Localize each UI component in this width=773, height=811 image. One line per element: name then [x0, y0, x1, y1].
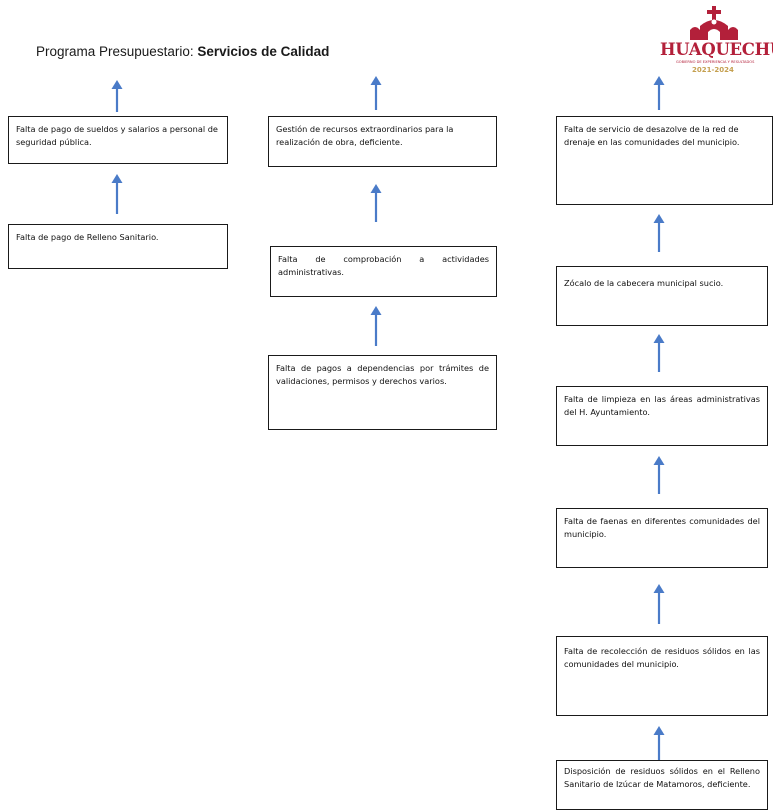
- left-box-1: Falta de pago de sueldos y salarios a pe…: [8, 116, 228, 164]
- church-crest-icon: [690, 6, 738, 40]
- right-box-4: Falta de faenas en diferentes comunidade…: [556, 508, 768, 568]
- arrow-up-icon: [653, 214, 665, 252]
- arrow-up-icon: [370, 76, 382, 110]
- arrow-up-icon: [653, 726, 665, 764]
- arrow-up-icon: [653, 456, 665, 494]
- right-box-6-text: Disposición de residuos sólidos en el Re…: [564, 766, 760, 789]
- left-box-2: Falta de pago de Relleno Sanitario.: [8, 224, 228, 269]
- right-box-1-text: Falta de servicio de desazolve de la red…: [564, 124, 740, 147]
- right-box-3-text: Falta de limpieza en las áreas administr…: [564, 394, 760, 417]
- right-box-2: Zócalo de la cabecera municipal sucio.: [556, 266, 768, 326]
- right-box-4-text: Falta de faenas en diferentes comunidade…: [564, 516, 760, 539]
- logo-name: HUAQUECHULA: [660, 40, 773, 59]
- arrow-up-icon: [111, 174, 123, 214]
- right-box-1: Falta de servicio de desazolve de la red…: [556, 116, 773, 205]
- logo-years: 2021-2024: [692, 66, 734, 74]
- middle-box-3: Falta de pagos a dependencias por trámit…: [268, 355, 497, 430]
- arrow-up-icon: [653, 76, 665, 110]
- middle-box-3-text: Falta de pagos a dependencias por trámit…: [276, 363, 489, 386]
- middle-box-1: Gestión de recursos extraordinarios para…: [268, 116, 497, 167]
- right-box-5: Falta de recolección de residuos sólidos…: [556, 636, 768, 716]
- arrow-up-icon: [370, 184, 382, 222]
- left-box-1-text: Falta de pago de sueldos y salarios a pe…: [16, 124, 218, 147]
- page-title: Programa Presupuestario: Servicios de Ca…: [36, 44, 329, 59]
- title-program-name: Servicios de Calidad: [197, 44, 330, 59]
- arrow-up-icon: [653, 584, 665, 624]
- right-box-2-text: Zócalo de la cabecera municipal sucio.: [564, 278, 724, 288]
- middle-box-2: Falta de comprobación a actividades admi…: [270, 246, 497, 297]
- arrow-up-icon: [111, 80, 123, 112]
- right-box-5-text: Falta de recolección de residuos sólidos…: [564, 646, 760, 669]
- huaquechula-logo: [656, 2, 773, 97]
- title-prefix: Programa Presupuestario:: [36, 44, 198, 59]
- left-box-2-text: Falta de pago de Relleno Sanitario.: [16, 232, 159, 242]
- arrow-up-icon: [370, 306, 382, 346]
- logo-subtitle: GOBIERNO DE EXPERIENCIA Y RESULTADOS: [676, 60, 755, 64]
- middle-box-1-text: Gestión de recursos extraordinarios para…: [276, 124, 454, 147]
- right-box-3: Falta de limpieza en las áreas administr…: [556, 386, 768, 446]
- right-box-6: Disposición de residuos sólidos en el Re…: [556, 760, 768, 810]
- middle-box-2-text: Falta de comprobación a actividades admi…: [278, 254, 489, 277]
- arrow-up-icon: [653, 334, 665, 372]
